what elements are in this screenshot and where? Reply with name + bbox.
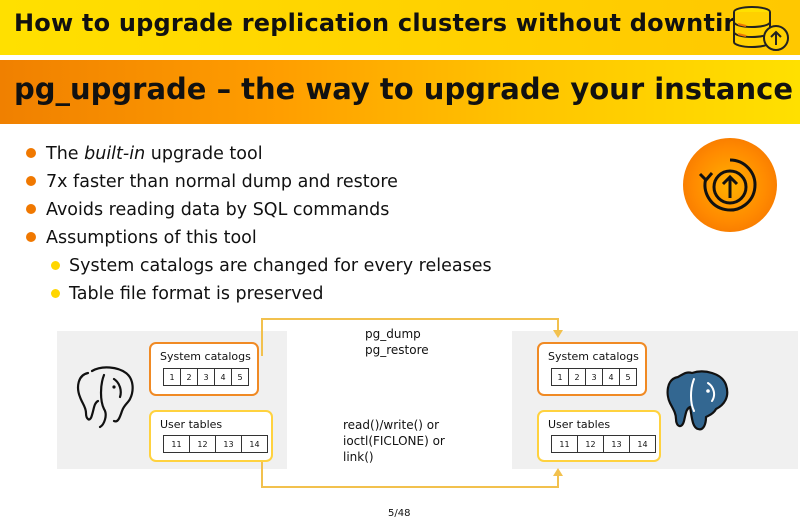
user-tables-label: User tables xyxy=(160,418,223,431)
table-cell: 11 xyxy=(164,436,190,452)
user-table-cells: 11 12 13 14 xyxy=(163,435,268,453)
file-transfer-note: read()/write() or ioctl(FICLONE) or link… xyxy=(343,417,445,465)
sub-bullet-dot-icon xyxy=(51,289,60,298)
bullet-text: Assumptions of this tool xyxy=(46,228,257,248)
table-cell: 12 xyxy=(578,436,604,452)
note-line: pg_restore xyxy=(365,343,429,357)
catalog-cell: 1 xyxy=(552,369,569,385)
circular-upgrade-arrow-icon xyxy=(683,138,777,232)
target-user-tables-box: User tables 11 12 13 14 xyxy=(537,410,661,462)
bullet-dot-icon xyxy=(26,176,36,186)
sub-bullet-text: System catalogs are changed for every re… xyxy=(69,256,492,276)
slide-title: How to upgrade replication clusters with… xyxy=(14,9,766,37)
bullet-dot-icon xyxy=(26,148,36,158)
target-system-catalogs-box: System catalogs 1 2 3 4 5 xyxy=(537,342,647,396)
catalog-cell: 3 xyxy=(198,369,215,385)
bullet-item: Assumptions of this tool xyxy=(26,228,257,248)
table-cell: 13 xyxy=(216,436,242,452)
catalog-cell: 2 xyxy=(569,369,586,385)
postgresql-elephant-outline-icon xyxy=(74,365,140,431)
system-catalog-cells: 1 2 3 4 5 xyxy=(163,368,249,386)
bullet-item: The built-in upgrade tool xyxy=(26,144,263,164)
bullet-text: upgrade tool xyxy=(145,144,263,164)
bullet-text: Avoids reading data by SQL commands xyxy=(46,200,390,220)
table-cell: 14 xyxy=(249,439,260,449)
catalog-cell: 1 xyxy=(164,369,181,385)
table-cell: 14 xyxy=(637,439,648,449)
slide-subtitle: pg_upgrade – the way to upgrade your ins… xyxy=(14,72,794,106)
catalog-cell: 5 xyxy=(237,372,243,382)
data-path-arrows xyxy=(261,318,563,488)
subtitle-bar: pg_upgrade – the way to upgrade your ins… xyxy=(0,60,800,124)
note-line: pg_dump xyxy=(365,327,421,341)
bullet-dot-icon xyxy=(26,204,36,214)
catalog-cell: 2 xyxy=(181,369,198,385)
table-cell: 12 xyxy=(190,436,216,452)
catalog-cell: 3 xyxy=(586,369,603,385)
bullet-item: Avoids reading data by SQL commands xyxy=(26,200,389,220)
source-system-catalogs-box: System catalogs 1 2 3 4 5 xyxy=(149,342,259,396)
table-cell: 11 xyxy=(552,436,578,452)
table-cell: 13 xyxy=(604,436,630,452)
bullet-text: The xyxy=(46,144,85,164)
system-catalogs-label: System catalogs xyxy=(160,350,251,363)
sub-bullet-text: Table file format is preserved xyxy=(69,284,324,304)
note-line: ioctl(FICLONE) or xyxy=(343,434,445,448)
system-catalog-cells: 1 2 3 4 5 xyxy=(551,368,637,386)
postgresql-elephant-logo-icon xyxy=(664,367,734,437)
system-catalogs-label: System catalogs xyxy=(548,350,639,363)
sub-bullet-dot-icon xyxy=(51,261,60,270)
dump-restore-note: pg_dump pg_restore xyxy=(365,326,429,358)
bullet-emphasis: built-in xyxy=(84,144,146,164)
bullet-item: 7x faster than normal dump and restore xyxy=(26,172,398,192)
user-tables-label: User tables xyxy=(548,418,611,431)
user-table-cells: 11 12 13 14 xyxy=(551,435,656,453)
title-bar: How to upgrade replication clusters with… xyxy=(0,0,800,55)
note-line: link() xyxy=(343,450,374,464)
bullet-dot-icon xyxy=(26,232,36,242)
catalog-cell: 4 xyxy=(215,369,232,385)
sub-bullet-item: System catalogs are changed for every re… xyxy=(51,256,492,276)
catalog-cell: 4 xyxy=(603,369,620,385)
note-line: read()/write() or xyxy=(343,418,440,432)
catalog-cell: 5 xyxy=(625,372,631,382)
page-number: 5/48 xyxy=(388,508,411,519)
database-upgrade-icon xyxy=(728,4,792,56)
source-user-tables-box: User tables 11 12 13 14 xyxy=(149,410,273,462)
sub-bullet-item: Table file format is preserved xyxy=(51,284,324,304)
bullet-text: 7x faster than normal dump and restore xyxy=(46,172,398,192)
